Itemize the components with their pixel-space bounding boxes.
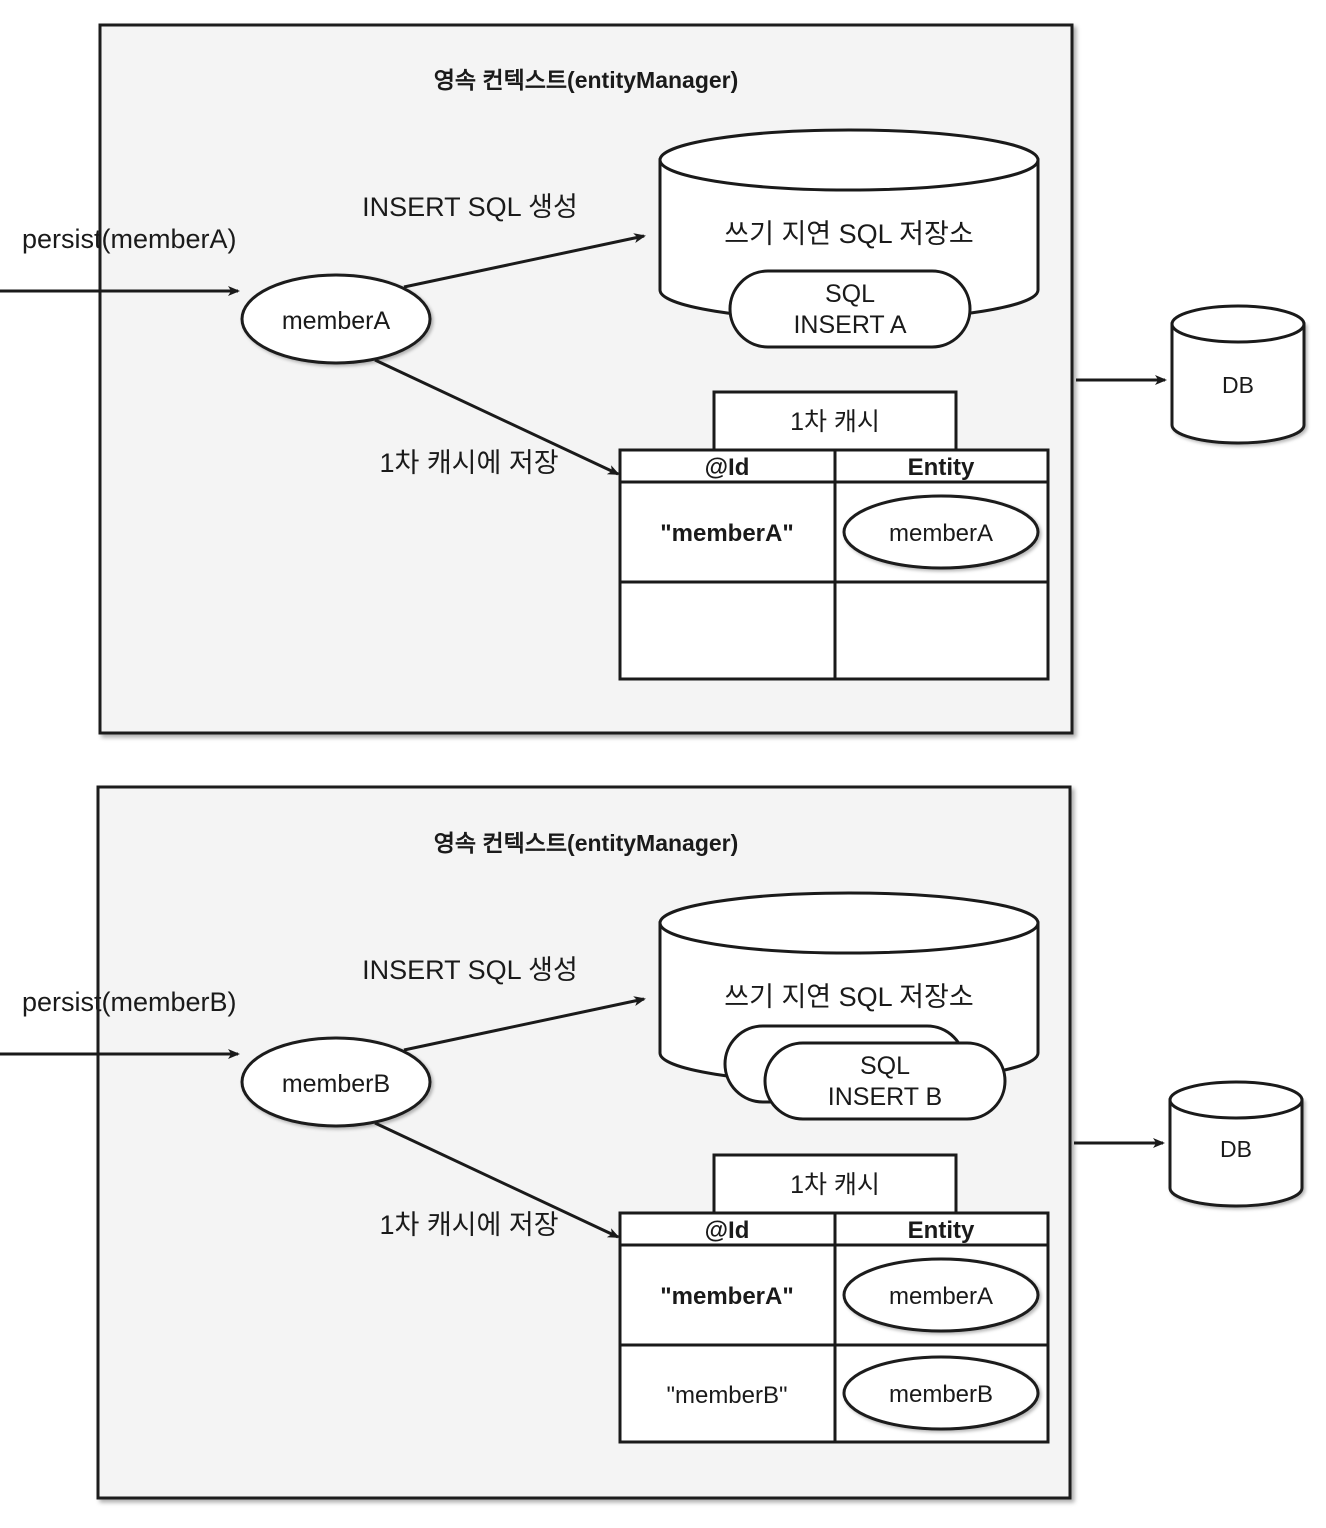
panel-a: 영속 컨텍스트(entityManager) persist(memberA) …: [0, 23, 1306, 735]
persist-label-a: persist(memberA): [22, 224, 237, 254]
cache-b-row-2-entity-ellipse: [842, 1355, 1040, 1431]
entity-node-b-label: memberB: [282, 1070, 390, 1098]
sql-store-a-name: 쓰기 지연 SQL 저장소: [724, 219, 973, 249]
persist-label-b: persist(memberB): [22, 987, 237, 1017]
cache-b-row-1-id: "memberA": [660, 1283, 793, 1310]
cache-b-row-1-id-cell: [618, 1243, 837, 1347]
db-b-top: [1168, 1080, 1304, 1120]
cache-a-title: 1차 캐시: [790, 408, 880, 436]
cache-table-b: 1차 캐시 @Id Entity "memberA" memberA "memb…: [618, 1153, 1050, 1444]
cache-b-row-2-id: "memberB": [666, 1382, 787, 1409]
cache-a-row-2-entity-cell: [833, 580, 1050, 681]
db-b-label: DB: [1220, 1136, 1252, 1162]
db-a-label: DB: [1222, 372, 1254, 398]
edge-insert-sql-a: [403, 233, 646, 289]
cache-b-title: 1차 캐시: [790, 1171, 880, 1199]
sql-store-a-top: [658, 128, 1040, 192]
entity-node-b: [240, 1036, 432, 1128]
cache-a-row-1-id-cell: [618, 480, 837, 584]
cache-a-row-1-entity: memberA: [889, 520, 993, 547]
db-a: DB: [1170, 304, 1306, 445]
edge-insert-sql-b: [403, 996, 646, 1052]
db-b-body: [1168, 1098, 1304, 1208]
sql-store-b-name: 쓰기 지연 SQL 저장소: [724, 982, 973, 1012]
sql-store-b-top: [658, 891, 1040, 955]
cache-a-row-1-id: "memberA": [660, 520, 793, 547]
edge-cache-b-label: 1차 캐시에 저장: [379, 1210, 558, 1240]
sql-item-b-2-line1: SQL: [860, 1052, 910, 1080]
edge-cache-a-label: 1차 캐시에 저장: [379, 448, 558, 478]
db-a-body: [1170, 322, 1306, 445]
entity-node-a-label: memberA: [282, 307, 391, 335]
panel-a-title: 영속 컨텍스트(entityManager): [434, 67, 739, 93]
cache-b-row-1-entity: memberA: [889, 1283, 993, 1310]
sql-store-b: 쓰기 지연 SQL 저장소 SQL INSERT B: [658, 891, 1040, 1121]
panel-b: 영속 컨텍스트(entityManager) persist(memberB) …: [0, 785, 1304, 1500]
edge-cache-a: [374, 358, 620, 476]
sql-item-b-2: [763, 1041, 1007, 1121]
edge-insert-sql-b-label: INSERT SQL 생성: [362, 955, 578, 985]
cache-table-a: 1차 캐시 @Id Entity "memberA" memberA: [618, 390, 1050, 681]
cache-b-col-id-label: @Id: [705, 1217, 750, 1244]
cache-a-row-2-id-cell: [618, 580, 837, 681]
cache-a-col-entity-header: [833, 448, 1050, 484]
entity-node-a: [240, 273, 432, 365]
cache-a-title-box: [712, 390, 958, 452]
cache-b-row-1-entity-ellipse: [842, 1257, 1040, 1333]
sql-item-a-1: [728, 269, 972, 349]
cache-b-col-entity-label: Entity: [908, 1217, 975, 1244]
sql-item-a-1-line1: SQL: [825, 280, 875, 308]
cache-a-col-entity-label: Entity: [908, 454, 975, 481]
sql-item-b-2-line2: INSERT B: [828, 1083, 942, 1111]
db-b: DB: [1168, 1080, 1304, 1208]
cache-a-col-id-label: @Id: [705, 454, 750, 481]
cache-a-row-1-entity-ellipse: [842, 494, 1040, 570]
sql-item-a-1-line2: INSERT A: [793, 311, 906, 339]
cache-b-row-2-entity: memberB: [889, 1381, 993, 1408]
sql-store-a: 쓰기 지연 SQL 저장소 SQL INSERT A: [658, 128, 1040, 349]
panel-b-title: 영속 컨텍스트(entityManager): [434, 830, 739, 856]
edge-insert-sql-a-label: INSERT SQL 생성: [362, 192, 578, 222]
db-a-top: [1170, 304, 1306, 344]
edge-cache-b: [374, 1121, 620, 1239]
cache-b-row-2-id-cell: [618, 1343, 837, 1444]
